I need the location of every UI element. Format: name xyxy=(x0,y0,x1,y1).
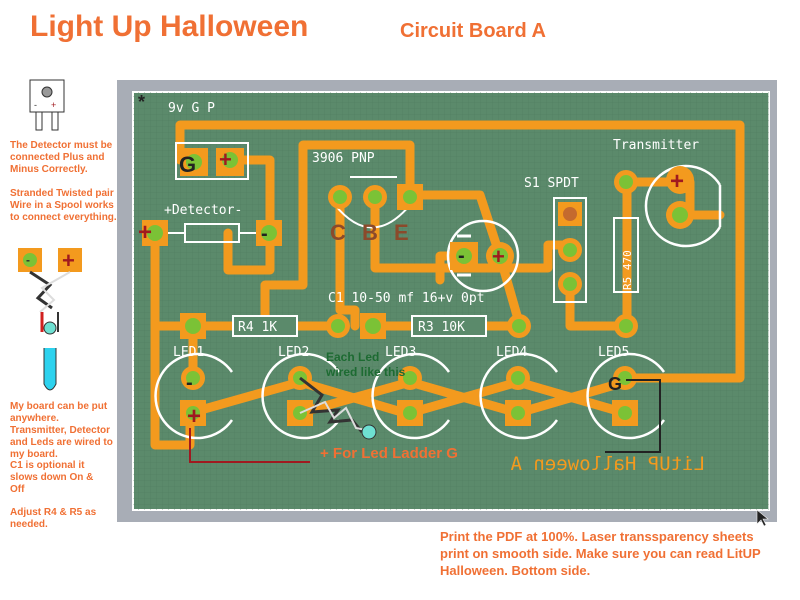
power-label: 9v G P xyxy=(168,101,215,116)
r4-label: R4 1K xyxy=(238,320,277,335)
page-title: Light Up Halloween xyxy=(30,10,309,43)
led4-label: LED4 xyxy=(496,345,527,360)
detector-label: +Detector- xyxy=(164,203,242,218)
ladder-ground-wire xyxy=(605,379,661,453)
svg-text:-: - xyxy=(458,245,465,267)
led4-footprint xyxy=(479,352,559,440)
mirrored-board-name: LitUP Halloween A xyxy=(510,453,705,475)
power-connector xyxy=(175,142,249,180)
svg-text:-: - xyxy=(26,253,30,267)
transistor-footprint xyxy=(328,176,423,229)
svg-text:+: + xyxy=(187,403,201,430)
resistor-r5 xyxy=(613,170,639,338)
resistor-r3 xyxy=(360,313,531,339)
detector-icon: - + xyxy=(29,79,65,131)
wire-note: Stranded Twisted pair Wire in a Spool wo… xyxy=(10,188,117,223)
transmitter-footprint xyxy=(644,164,722,248)
each-led-label: Each Led wired like this xyxy=(325,350,406,379)
detector-note: The Detector must be connected Plus and … xyxy=(10,140,113,175)
svg-text:+: + xyxy=(138,219,152,246)
led-wiring-icon: - + xyxy=(18,248,82,391)
svg-text:-: - xyxy=(261,223,268,245)
led-ladder-label: + For Led Ladder G xyxy=(320,445,458,462)
resistor-r4 xyxy=(180,313,350,339)
board-subtitle: Circuit Board A xyxy=(400,20,546,42)
led-wire-illustration xyxy=(299,376,377,440)
svg-text:+: + xyxy=(62,248,75,273)
plus-mark: + xyxy=(219,147,232,172)
detector-footprint xyxy=(142,220,282,246)
svg-text:*: * xyxy=(138,92,145,112)
ground-label: G xyxy=(179,152,196,177)
cbe-label: C B E xyxy=(330,220,414,245)
svg-text:+: + xyxy=(670,168,684,195)
led3-footprint xyxy=(371,352,451,440)
svg-text:+: + xyxy=(492,244,505,269)
print-instructions: Print the PDF at 100%. Laser transsparen… xyxy=(440,529,761,578)
transistor-label: 3906 PNP xyxy=(312,151,375,166)
c1-label: C1 10-50 mf 16+v 0pt xyxy=(328,291,485,306)
adjust-note: Adjust R4 & R5 as needed. xyxy=(10,507,97,530)
mouse-cursor-icon xyxy=(756,509,769,527)
capacitor-c1 xyxy=(446,219,520,293)
led5-footprint xyxy=(586,352,666,440)
led3-label: LED3 xyxy=(385,345,416,360)
c1-note: C1 is optional it slows down On & Off xyxy=(10,460,94,495)
board-note: My board can be put anywhere. Transmitte… xyxy=(10,401,113,460)
r5-label: R5 470 xyxy=(621,250,634,290)
led5-label: LED5 xyxy=(598,345,629,360)
switch-label: S1 SPDT xyxy=(524,176,579,191)
r3-label: R3 10K xyxy=(418,320,465,335)
svg-text:+: + xyxy=(51,100,56,110)
led1-label: LED1 xyxy=(173,345,204,360)
ladder-plus-wire xyxy=(189,428,310,463)
switch-s1 xyxy=(553,197,587,303)
led2-label: LED2 xyxy=(278,345,309,360)
svg-text:G: G xyxy=(608,374,622,394)
transmitter-label: Transmitter xyxy=(613,138,699,153)
led1-footprint xyxy=(154,352,234,440)
svg-text:-: - xyxy=(34,100,37,110)
copper-traces xyxy=(150,120,745,450)
svg-text:-: - xyxy=(186,372,193,394)
